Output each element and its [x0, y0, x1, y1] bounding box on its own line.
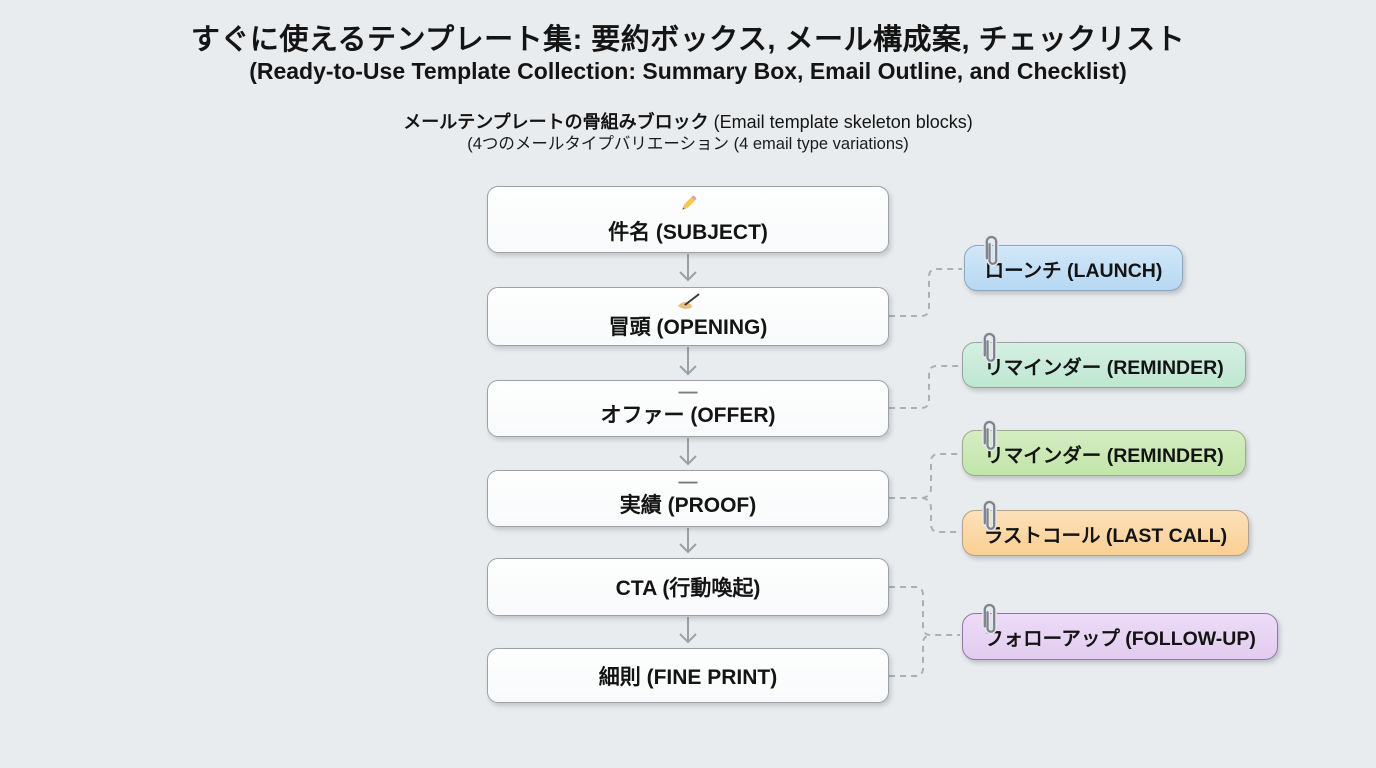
missing-glyph-dash-icon: — — [678, 381, 698, 403]
subtitle-line1: メールテンプレートの骨組みブロック (Email template skelet… — [0, 111, 1376, 134]
variation-node-label: ラストコール (LAST CALL) — [983, 524, 1228, 547]
subtitle-japanese: メールテンプレートの骨組みブロック — [403, 112, 709, 132]
variation-node-lastcall[interactable]: ラストコール (LAST CALL) — [962, 499, 1249, 556]
arrow-opening-offer — [679, 347, 697, 376]
variation-node-label: リマインダー (REMINDER) — [984, 444, 1224, 467]
variation-node-reminder-2[interactable]: リマインダー (REMINDER) — [962, 419, 1246, 476]
variation-node-reminder-1[interactable]: リマインダー (REMINDER) — [962, 331, 1246, 388]
variation-node-followup[interactable]: フォローアップ (FOLLOW-UP) — [962, 602, 1278, 660]
missing-glyph-dash-icon: — — [678, 471, 698, 493]
flow-node-proof[interactable]: — 実績 (PROOF) — [487, 470, 889, 527]
flow-node-label: 件名 (SUBJECT) — [608, 221, 768, 244]
connector-proof-reminder2 — [889, 453, 960, 499]
writing-hand-icon — [678, 293, 700, 309]
subtitle-line2: (4つのメールタイプバリエーション (4 email type variatio… — [467, 134, 909, 153]
flow-node-label: 細則 (FINE PRINT) — [598, 665, 778, 689]
dashed-connectors — [889, 268, 962, 677]
page-header: すぐに使えるテンプレート集: 要約ボックス, メール構成案, チェックリスト (… — [0, 24, 1376, 86]
subtitle-english: (Email template skeleton blocks) — [708, 112, 973, 132]
flow-node-fineprint[interactable]: 細則 (FINE PRINT) — [487, 648, 889, 703]
paperclip-icon — [982, 419, 997, 452]
variation-node-label: フォローアップ (FOLLOW-UP) — [984, 628, 1256, 650]
variation-node-label: リマインダー (REMINDER) — [984, 356, 1224, 379]
connector-opening-launch — [889, 268, 962, 317]
arrow-cta-fineprint — [679, 617, 697, 644]
paperclip-icon — [982, 331, 997, 364]
flow-node-label: CTA (行動喚起) — [615, 577, 761, 600]
connector-proof-lastcall — [889, 497, 960, 533]
flow-node-label: 冒頭 (OPENING) — [608, 315, 768, 339]
paperclip-icon — [984, 234, 999, 267]
paperclip-icon — [982, 602, 997, 635]
flow-node-label: 実績 (PROOF) — [619, 494, 757, 518]
variation-node-launch[interactable]: ローンチ (LAUNCH) — [964, 234, 1183, 291]
arrow-offer-proof — [679, 438, 697, 466]
flow-node-label: オファー (OFFER) — [600, 404, 776, 428]
flow-node-offer[interactable]: — オファー (OFFER) — [487, 380, 889, 437]
paperclip-icon — [982, 499, 997, 532]
flow-node-opening[interactable]: 冒頭 (OPENING) — [487, 287, 889, 346]
diagram-subtitle: メールテンプレートの骨組みブロック (Email template skelet… — [0, 111, 1376, 155]
page-title-japanese: すぐに使えるテンプレート集: 要約ボックス, メール構成案, チェックリスト — [190, 24, 1186, 56]
page-title-english: (Ready-to-Use Template Collection: Summa… — [249, 58, 1127, 85]
arrow-proof-cta — [679, 528, 697, 554]
connector-offer-reminder1 — [889, 365, 960, 409]
variation-node-label: ローンチ (LAUNCH) — [984, 259, 1163, 282]
pencil-icon — [682, 195, 697, 210]
arrow-subject-opening — [679, 254, 697, 282]
connector-cta-followup — [889, 586, 960, 636]
flow-node-cta[interactable]: CTA (行動喚起) — [487, 558, 889, 616]
flow-node-subject[interactable]: 件名 (SUBJECT) — [487, 186, 889, 253]
connector-fineprint-followup — [889, 634, 931, 677]
